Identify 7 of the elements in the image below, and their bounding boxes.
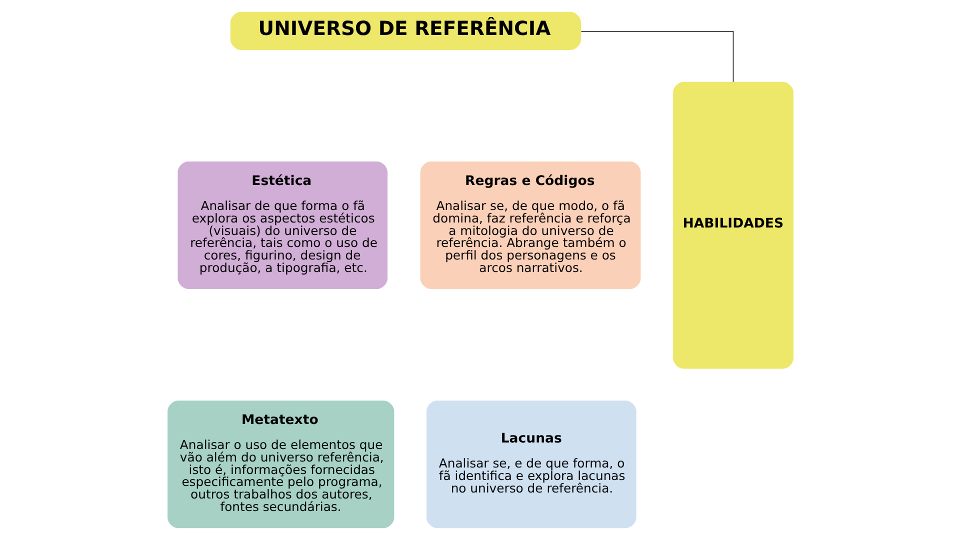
node-box: Regras e Códigos Analisar se, de que modo, o fã domina, faz referência e reforça a mitologia do universo de referência. Abrange também o perfil dos personagens e os arcos narrativos. <box>420 162 640 290</box>
node-box: HABILIDADES <box>672 82 793 369</box>
node-box: Metatexto Analisar o uso de elementos que vão além do universo referência, isto é, informações fornecidas especificamente pelo programa, outros trabalhos dos autores, fontes secundárias. <box>167 400 394 528</box>
node-box: UNIVERSO DE REFERÊNCIA <box>230 12 580 50</box>
node-box: Estética Analisar de que forma o fã explora os aspectos estéticos (visuais) do universo de referência, tais como o uso de cores, figurino, design de produção, a tipografia, etc. <box>177 162 388 290</box>
node-box: Lacunas Analisar se, e de que forma, o fã identifica e explora lacunas no universo de referência. <box>426 400 636 528</box>
connector <box>580 30 734 82</box>
